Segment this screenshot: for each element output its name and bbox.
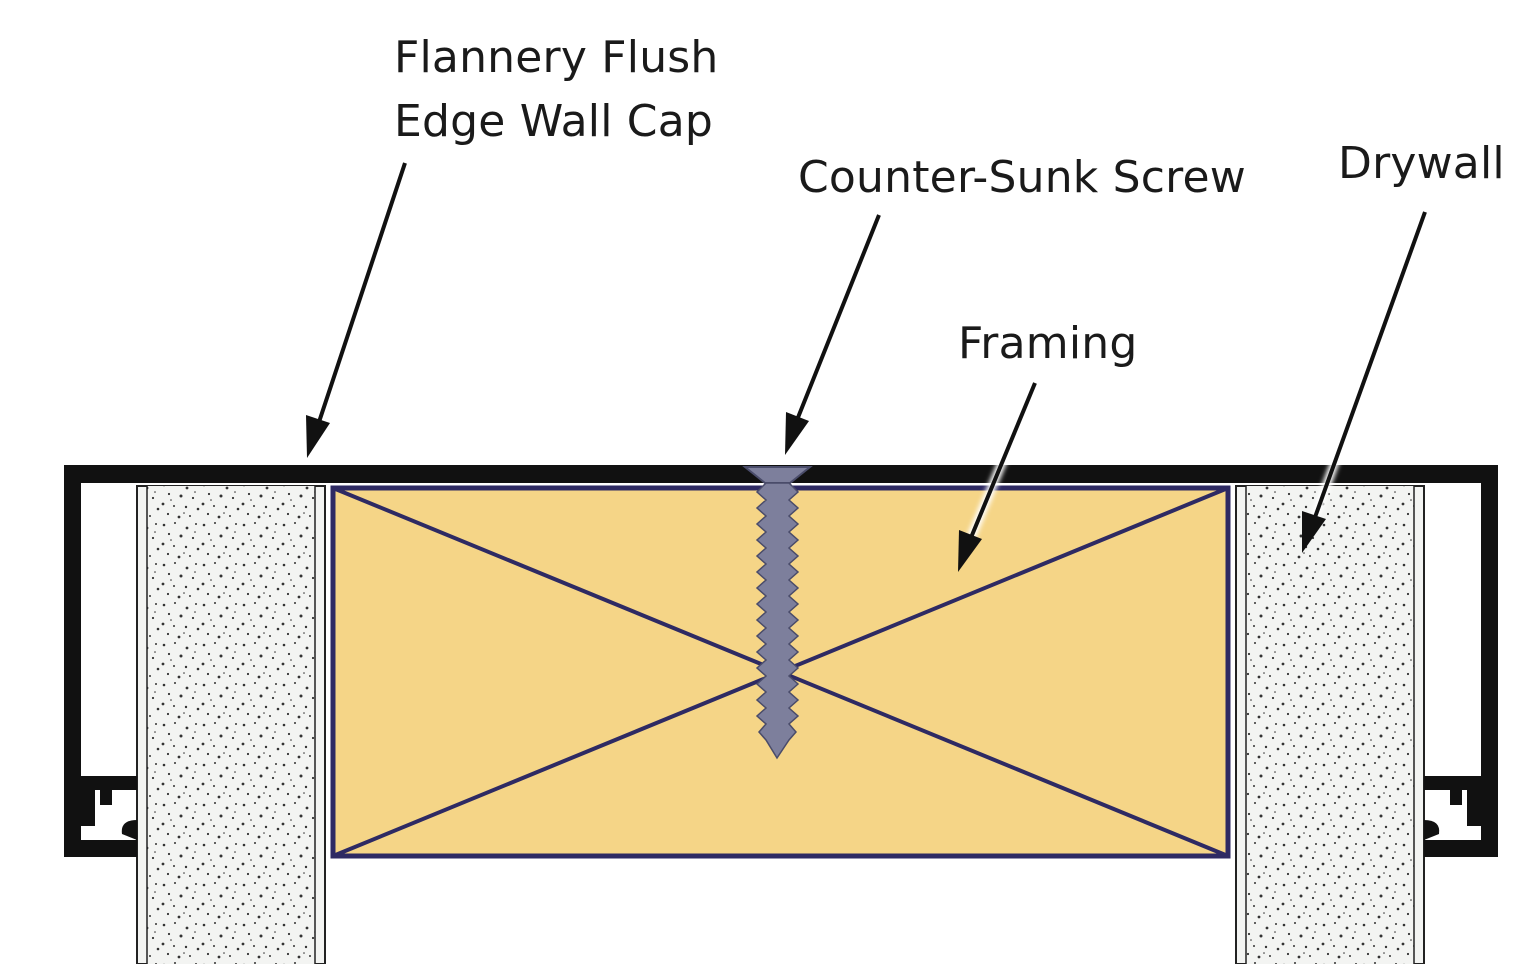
drywall-left bbox=[136, 485, 326, 964]
arrow-drywall bbox=[1302, 210, 1430, 553]
leader-arrows bbox=[306, 162, 1430, 572]
drywall-label: Drywall bbox=[1338, 138, 1505, 189]
drywall-right bbox=[1235, 485, 1425, 964]
counter-sunk-screw bbox=[742, 466, 813, 760]
arrow-screw bbox=[785, 213, 884, 455]
wall-cap-label: Flannery Flush Edge Wall Cap bbox=[394, 26, 719, 154]
screw-label: Counter-Sunk Screw bbox=[798, 152, 1246, 203]
arrow-framing bbox=[958, 381, 1040, 572]
wall-cap-label-line2: Edge Wall Cap bbox=[394, 95, 714, 147]
wall-cap-label-line1: Flannery Flush bbox=[394, 32, 719, 83]
framing-label: Framing bbox=[958, 318, 1138, 369]
arrow-wall-cap bbox=[306, 162, 407, 458]
